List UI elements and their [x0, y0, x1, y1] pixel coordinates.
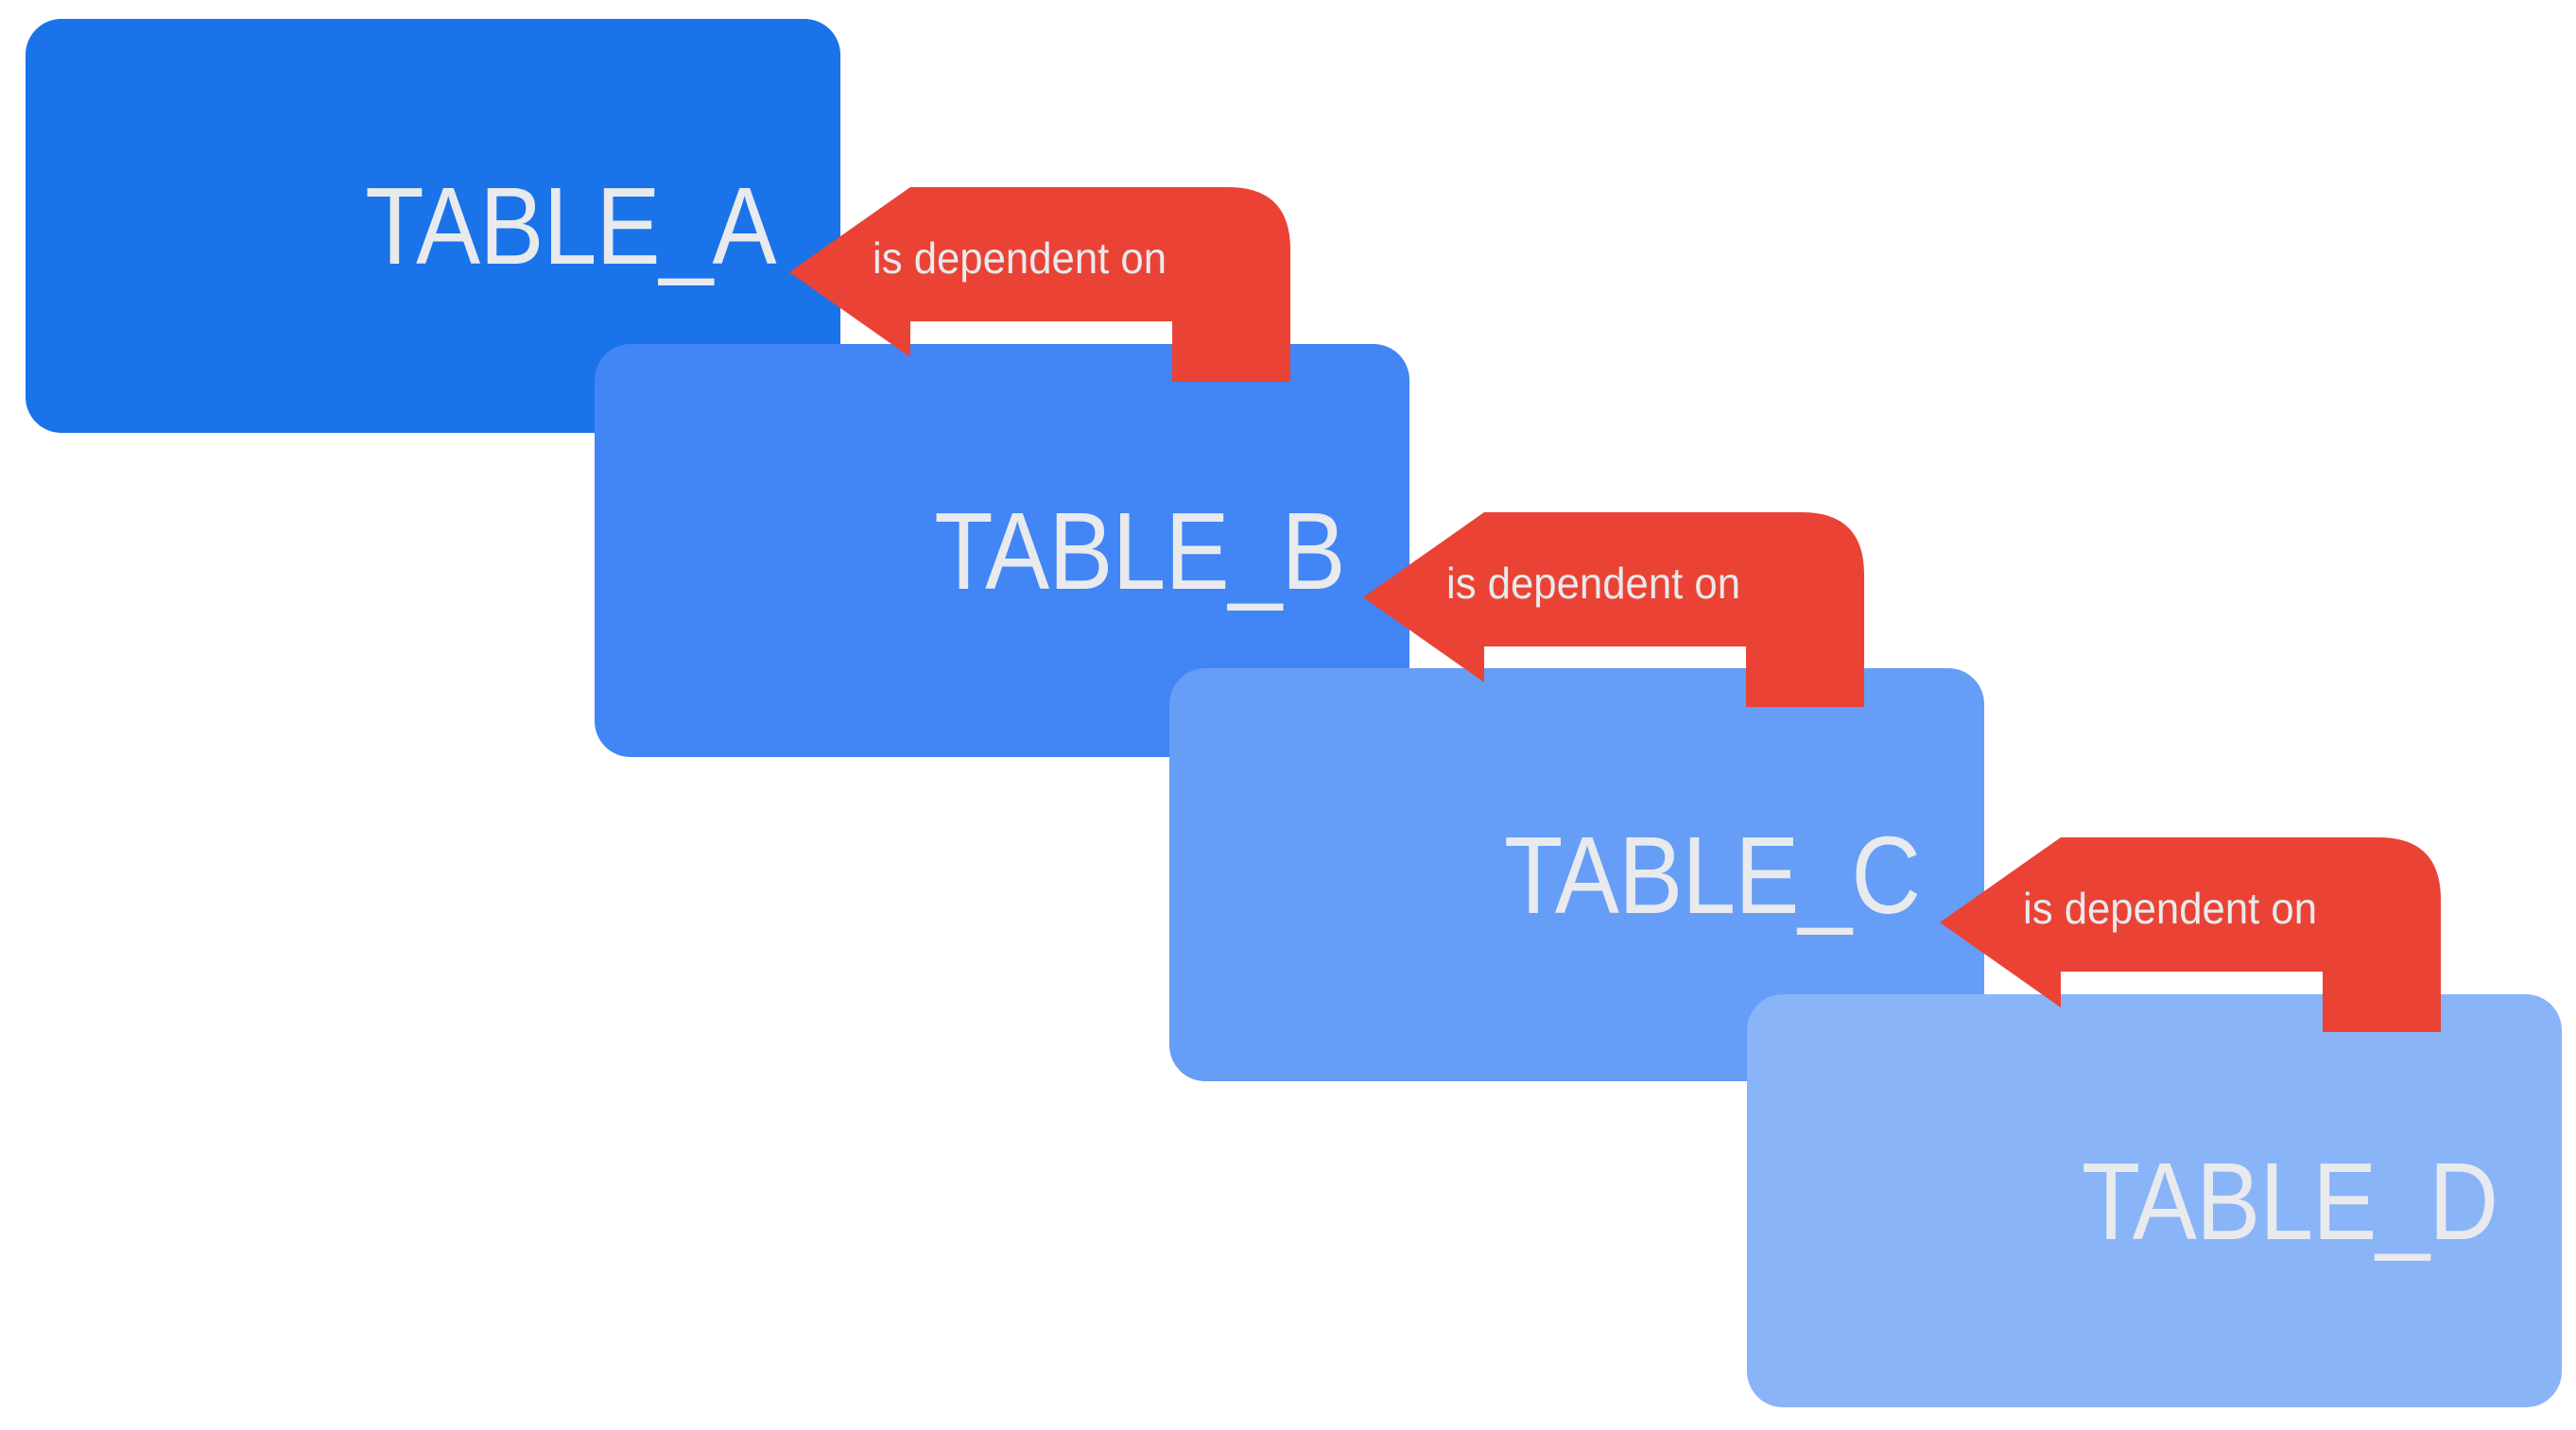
node-label-table-c: TABLE_C	[1503, 813, 1921, 937]
edge-arrow-table-d-to-table-c[interactable]: is dependent on	[1940, 813, 2441, 1032]
edge-arrow-table-c-to-table-b[interactable]: is dependent on	[1363, 488, 1864, 707]
node-table-d[interactable]: TABLE_D	[1747, 994, 2562, 1407]
node-label-table-d: TABLE_D	[2081, 1139, 2498, 1263]
node-label-table-b: TABLE_B	[934, 489, 1345, 612]
edge-arrow-table-b-to-table-a[interactable]: is dependent on	[789, 163, 1290, 382]
node-label-table-a: TABLE_A	[365, 164, 776, 287]
left-arrow-icon	[1940, 836, 2441, 1032]
node-table-a[interactable]: TABLE_A	[26, 19, 840, 433]
left-arrow-icon	[789, 186, 1290, 382]
left-arrow-icon	[1363, 511, 1864, 707]
